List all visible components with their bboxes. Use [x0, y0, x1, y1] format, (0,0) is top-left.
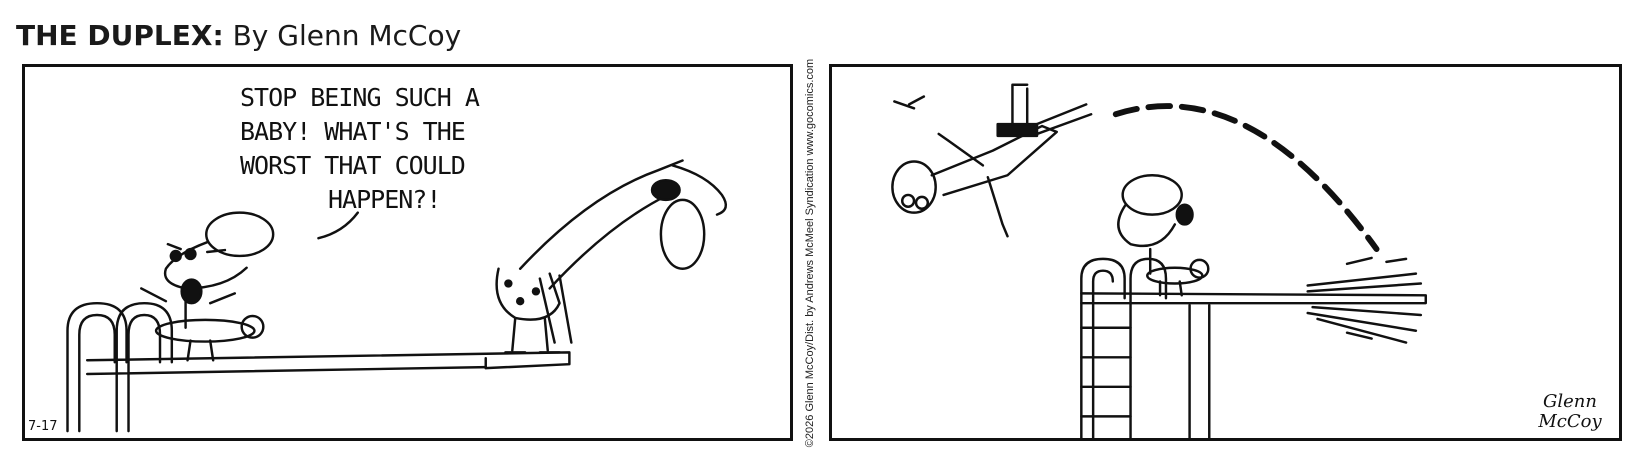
speech-bubble: STOP BEING SUCH A BABY! WHAT'S THE WORST…	[240, 81, 530, 217]
vibrating-diving-board	[1080, 256, 1427, 438]
flung-character	[891, 83, 1093, 238]
comic-byline: By Glenn McCoy	[232, 19, 462, 52]
copyright-notice: ©2026 Glenn McCoy/Dist. by Andrews McMee…	[800, 58, 820, 446]
speech-line-2: BABY! WHAT'S THE	[240, 117, 466, 146]
signature-line-2: McCoy	[1538, 411, 1602, 432]
pool-ladder	[66, 301, 174, 433]
signature-line-1: Glenn	[1543, 391, 1597, 412]
diving-board	[85, 351, 571, 376]
speech-tail	[317, 211, 360, 240]
small-character-on-board	[1117, 174, 1210, 297]
copyright-text: ©2026 Glenn McCoy/Dist. by Andrews McMee…	[804, 58, 816, 447]
speech-line-1: STOP BEING SUCH A	[240, 83, 480, 112]
speech-line-3: WORST THAT COULD	[240, 151, 466, 180]
comic-header: THE DUPLEX: By Glenn McCoy	[16, 16, 461, 56]
panel-1-artwork	[66, 159, 728, 433]
comic-panel-1: STOP BEING SUCH A BABY! WHAT'S THE WORST…	[22, 64, 793, 441]
comic-title: THE DUPLEX:	[16, 19, 224, 52]
tall-character-bending	[495, 159, 728, 354]
trajectory-arc	[1112, 103, 1380, 253]
comic-panel-2: Glenn McCoy	[829, 64, 1622, 441]
panel-2-artwork	[891, 83, 1427, 438]
pool-ladder-2	[1080, 257, 1168, 438]
small-character-with-float	[140, 211, 275, 362]
artist-signature: Glenn McCoy	[1535, 392, 1605, 432]
strip-date: 7-17	[28, 419, 58, 434]
speech-line-4: HAPPEN?!	[328, 185, 441, 214]
